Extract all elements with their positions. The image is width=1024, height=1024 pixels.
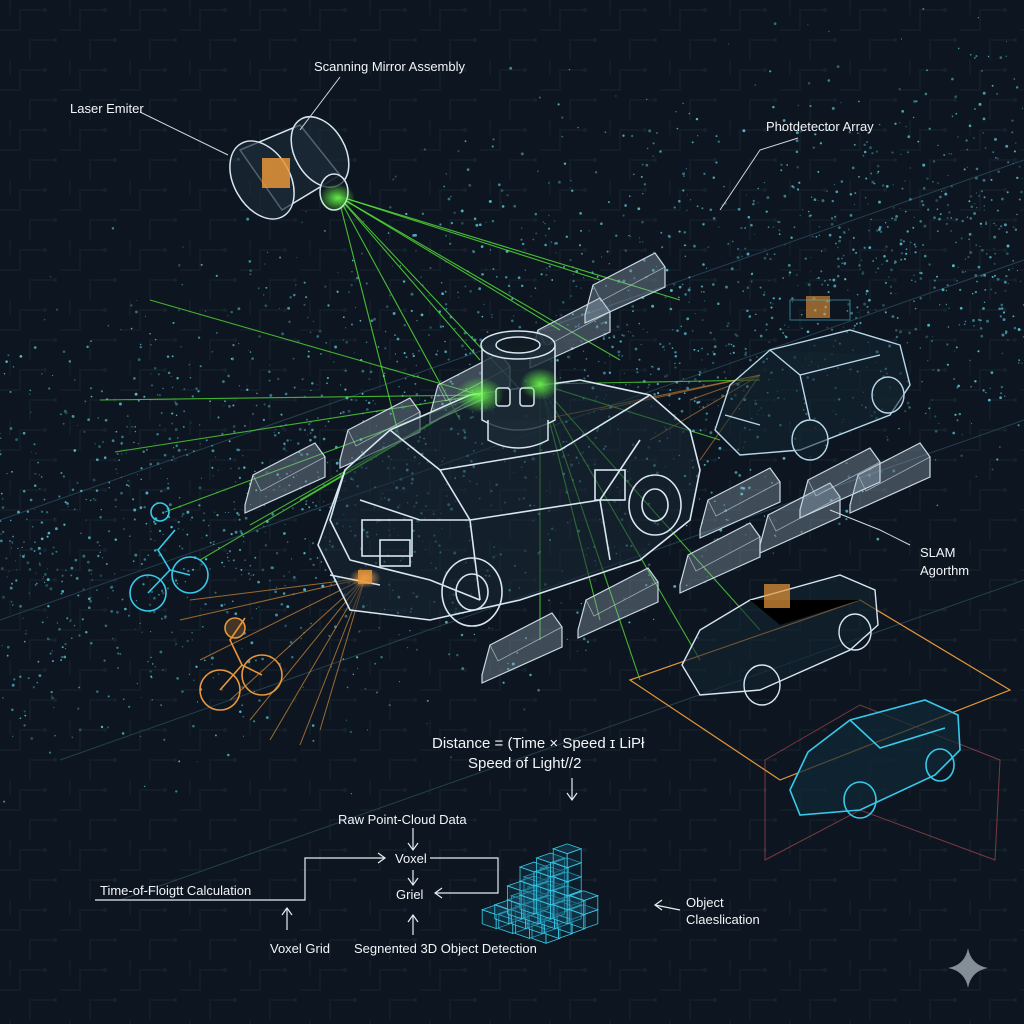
- label-segmented-detection: Segnented 3D Object Detection: [354, 941, 537, 956]
- sparkle-icon: [948, 948, 988, 988]
- label-slam-line2: Agorthm: [920, 563, 970, 578]
- front-sensor: [358, 570, 372, 584]
- label-laser-emitter: Laser Emiter: [70, 101, 144, 116]
- label-photodetector: Photdetector Array: [766, 119, 874, 134]
- emitter-core: [262, 158, 290, 188]
- label-voxel: Voxel: [395, 851, 427, 866]
- label-object-line2: Claeslication: [686, 912, 760, 927]
- label-grid: Griel: [396, 887, 424, 902]
- label-slam-line1: SLAM: [920, 545, 956, 560]
- label-tof-calculation: Time-of-Floigtt Calculation: [100, 883, 252, 898]
- label-voxel-grid: Voxel Grid: [270, 941, 330, 956]
- flow-arrows: [95, 778, 681, 935]
- cyclist-cyan: [129, 502, 209, 612]
- label-raw-point-cloud: Raw Point-Cloud Data: [338, 812, 467, 827]
- label-object-line1: Object: [686, 895, 724, 910]
- leader-lines: [139, 76, 911, 546]
- scanned-car-top-right: [714, 329, 911, 461]
- bbox-top-right: [806, 296, 830, 318]
- label-scanning-mirror: Scanning Mirror Assembly: [314, 59, 465, 74]
- label-formula-line2: Speed of Light//2: [468, 755, 582, 772]
- scanned-car-middle-right: [628, 574, 1012, 781]
- point-cloud: [0, 7, 1024, 803]
- sensor-glow-left: [456, 377, 504, 413]
- sensor-glow-right: [520, 368, 560, 400]
- cyclist-orange: [199, 617, 283, 711]
- laser-beams-emitter: [337, 195, 681, 441]
- emitter-glow: [319, 184, 355, 212]
- label-formula-line1: Distance = (Time × Speed ɪ LiPł: [432, 735, 645, 752]
- voxel-grid-graphic: [480, 843, 600, 944]
- road-barriers: [244, 252, 931, 684]
- classified-car-bottom-right: [764, 699, 1001, 861]
- ego-car: [317, 379, 701, 627]
